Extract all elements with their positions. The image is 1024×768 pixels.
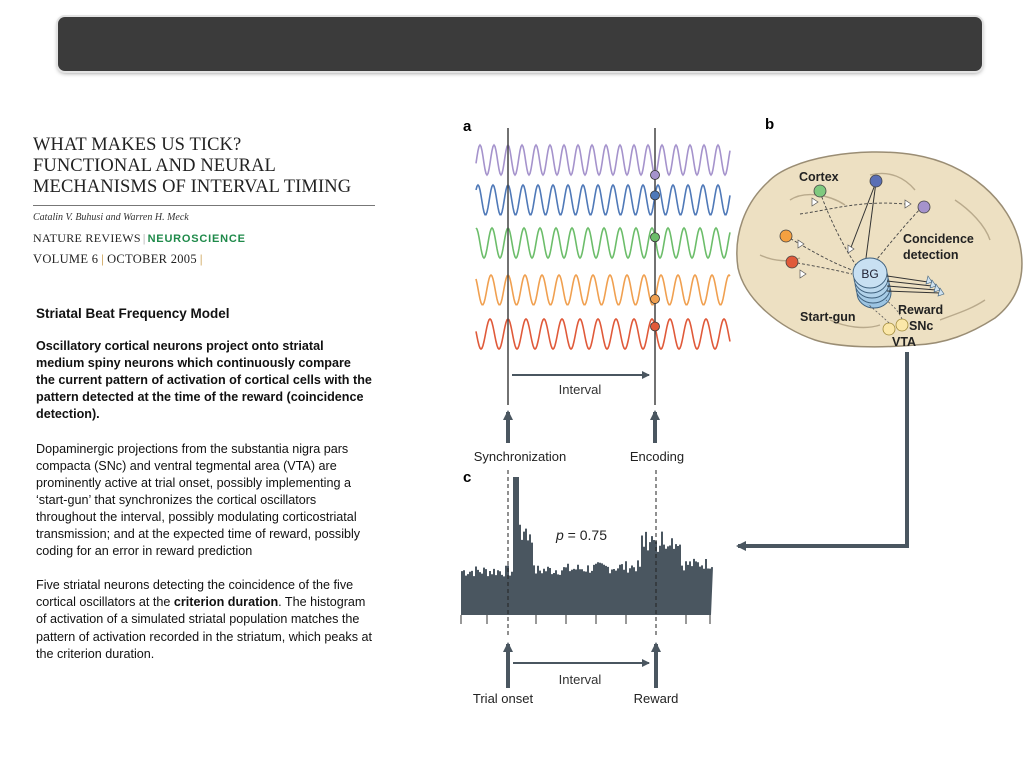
snc-label: SNc — [909, 319, 933, 333]
basal-ganglia: BG — [852, 257, 892, 309]
volume-number: VOLUME 6 — [33, 252, 99, 266]
panel-b-letter: b — [765, 116, 774, 133]
para3-text-end: . The histogram of activation of a simul… — [36, 595, 373, 661]
paper-title-line-2: FUNCTIONAL AND NEURAL — [33, 156, 276, 176]
oscillator-wave-2 — [475, 183, 731, 216]
oscillator-wave-1 — [475, 143, 731, 177]
panel-c-letter: c — [463, 469, 471, 486]
interval-label-a: Interval — [559, 382, 602, 397]
volume-separator: | — [101, 252, 105, 266]
paper-title-line-3: MECHANISMS OF INTERVAL TIMING — [33, 177, 352, 197]
cortex-label: Cortex — [799, 170, 839, 184]
vta-neuron — [882, 322, 896, 336]
encoding-label: Encoding — [630, 449, 684, 464]
histogram-axis-ticks — [460, 615, 711, 624]
dopamine-neurons — [867, 299, 909, 336]
publication-date: OCTOBER 2005 — [107, 252, 197, 266]
paper-authors: Catalin V. Buhusi and Warren H. Meck — [33, 212, 189, 223]
header-divider — [33, 205, 375, 206]
sbf-model-figure: a Interval Synchronization Encoding b BG — [460, 116, 1023, 706]
title-bar — [58, 17, 982, 71]
journal-name-left: NATURE REVIEWS — [33, 231, 141, 245]
encoding-dot-1 — [650, 170, 660, 180]
interval-label-c: Interval — [559, 672, 602, 687]
synapse-triangles — [797, 197, 912, 279]
trial-onset-label: Trial onset — [473, 691, 534, 706]
p-value: = 0.75 — [564, 527, 607, 543]
panel-a-letter: a — [463, 118, 472, 135]
snc-neuron — [895, 318, 909, 332]
p-symbol: p — [555, 527, 564, 543]
encoding-dot-3 — [650, 232, 660, 243]
encoding-dot-5 — [650, 321, 660, 332]
oscillator-wave-4 — [475, 273, 731, 306]
brain-outline — [736, 151, 1023, 348]
coincidence-label-1: Concidence — [903, 232, 974, 246]
section-heading: Striatal Beat Frequency Model — [36, 306, 230, 321]
cortex-to-bg-lines — [849, 181, 877, 259]
cortical-oscillator-neurons — [779, 174, 931, 279]
reward-label-b: Reward — [898, 303, 943, 317]
cortex-neuron-orange — [779, 229, 793, 243]
encoding-dot-4 — [650, 294, 660, 304]
journal-separator: | — [142, 231, 146, 245]
coincidence-outputs — [886, 275, 945, 297]
vta-label: VTA — [892, 335, 916, 349]
oscillator-waves — [475, 143, 731, 351]
cortex-neuron-green — [813, 184, 827, 198]
para3-text-start: Five striatal neurons detecting the coin… — [36, 578, 354, 610]
body-text: Striatal Beat Frequency Model Oscillator… — [36, 305, 372, 680]
striatum-to-histogram-arrow — [736, 352, 909, 551]
cortex-neuron-purple — [917, 200, 931, 214]
criterion-duration-term: criterion duration — [173, 595, 279, 610]
paragraph-dopaminergic: Dopaminergic projections from the substa… — [36, 441, 361, 559]
journal-volume: VOLUME 6|OCTOBER 2005| — [33, 252, 375, 267]
cortex-neuron-red — [785, 255, 799, 269]
oscillator-wave-5 — [475, 317, 731, 351]
paper-title-line-1: WHAT MAKES US TICK? — [33, 135, 242, 155]
encoding-dots — [650, 170, 660, 332]
cortex-neuron-blue — [869, 174, 883, 188]
paragraph-oscillatory: Oscillatory cortical neurons project ont… — [36, 339, 372, 422]
encoding-dot-2 — [650, 190, 660, 201]
oscillator-wave-3 — [475, 226, 731, 260]
p-value-label: p = 0.75 — [555, 527, 607, 543]
activation-histogram — [461, 477, 713, 615]
journal-name: NATURE REVIEWS|NEUROSCIENCE — [33, 231, 375, 246]
paragraph-striatal-neurons: Five striatal neurons detecting the coin… — [36, 577, 372, 662]
bg-label: BG — [861, 267, 878, 281]
synchronization-label: Synchronization — [474, 449, 567, 464]
journal-name-right: NEUROSCIENCE — [147, 233, 246, 245]
reward-label-c: Reward — [634, 691, 679, 706]
paper-header: WHAT MAKES US TICK? FUNCTIONAL AND NEURA… — [33, 135, 375, 267]
date-separator: | — [199, 252, 203, 266]
coincidence-label-2: detection — [903, 248, 959, 262]
start-gun-label: Start-gun — [800, 310, 856, 324]
